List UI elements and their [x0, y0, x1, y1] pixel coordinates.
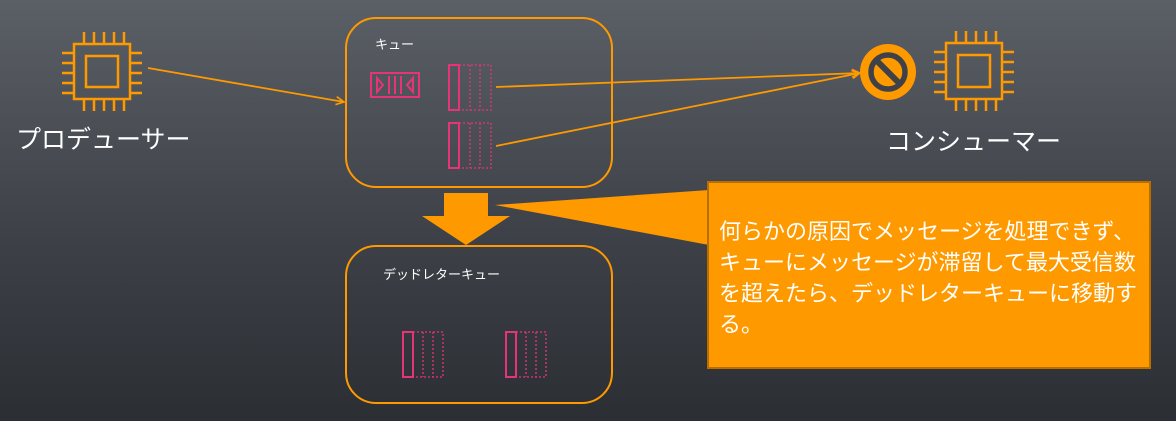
message-to-consumer-arrow: [495, 73, 860, 147]
callout-text: 何らかの原因でメッセージを処理できず、キューにメッセージが滞留して最大受信数を超…: [719, 220, 1138, 338]
callout-pointer: [495, 190, 709, 245]
producer-label: プロデューサー: [16, 125, 191, 154]
consumer-label: コンシューマー: [886, 127, 1062, 156]
dead-letter-queue-label: デッドレターキュー: [383, 268, 501, 283]
queue-message-icon: [448, 64, 492, 111]
queue-message-icon: [448, 122, 492, 169]
queue-label: キュー: [375, 38, 415, 53]
move-to-dlq-arrow: [422, 193, 510, 245]
producer-to-queue-arrow: [147, 67, 344, 102]
dlq-message-icon: [505, 331, 547, 378]
message-to-consumer-arrow: [495, 73, 860, 88]
dlq-message-icon: [402, 331, 444, 378]
dead-letter-queue-container: [345, 245, 613, 404]
queue-container: [345, 17, 613, 188]
consumer-chip-icon: [934, 31, 1014, 111]
callout-box: 何らかの原因でメッセージを処理できず、キューにメッセージが滞留して最大受信数を超…: [707, 181, 1151, 369]
queue-service-icon: [370, 72, 420, 98]
producer-chip-icon: [62, 32, 142, 111]
prohibited-icon: [860, 44, 916, 100]
